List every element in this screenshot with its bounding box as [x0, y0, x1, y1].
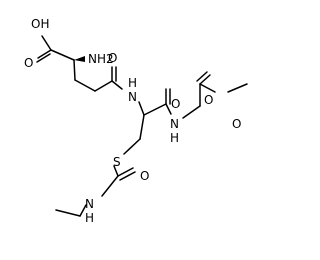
bond-cb-cg	[74, 79, 96, 92]
atom-acid-oh: OH	[31, 17, 49, 31]
bond-eo2-me	[227, 83, 248, 93]
bond-ec-eo-a	[199, 74, 211, 85]
atom-amide2-n: N	[170, 117, 179, 131]
bond-n1-ca2	[138, 101, 145, 116]
bond-cb2-s	[123, 138, 141, 155]
bond-alpha-nh2-wedge	[74, 56, 85, 62]
bond-acid-c-o-1	[37, 49, 52, 59]
molecule-canvas: OH NH2 O O N O N O O S O N H H H	[24, 17, 248, 225]
bond-n2-ch2	[182, 105, 201, 119]
atom-amide1-o: O	[108, 51, 117, 65]
bond-acid-c-o-2	[36, 53, 51, 63]
atom-nh2: NH2	[88, 52, 114, 66]
bond-ec-eo-b	[196, 71, 208, 82]
atom-labels: OH NH2 O O N O N O O S O N H H H	[24, 17, 241, 225]
atom-amide1-n: N	[128, 90, 137, 104]
atom-ester-o-carbonyl: O	[204, 93, 213, 107]
bond-ec-eo2	[199, 83, 216, 93]
bond-acid-c-alpha	[50, 49, 75, 61]
bond-alpha-cb	[73, 59, 76, 81]
bond-et1-et2	[55, 209, 81, 217]
atom-amide2-o: O	[171, 97, 180, 111]
atom-thio-n: N	[85, 197, 94, 211]
bond-ca2-c2	[143, 103, 167, 116]
atom-amide1-h: H	[128, 76, 137, 90]
atom-thio-s: S	[113, 155, 121, 169]
bond-tn-et1	[79, 204, 87, 217]
bond-s-tc	[113, 165, 119, 177]
bond-ca2-cb2	[139, 114, 145, 140]
atom-amide2-h: H	[170, 131, 179, 145]
atom-ester-o: O	[232, 117, 241, 131]
atom-thio-h: H	[85, 211, 94, 225]
bond-c2-n2	[165, 103, 172, 115]
bond-cd-n1	[111, 80, 123, 90]
bond-tc-to-b	[119, 171, 136, 181]
bonds	[36, 35, 248, 217]
bond-tc-tn	[101, 175, 119, 197]
bond-tc-to-a	[117, 167, 134, 177]
bond-cg-cd	[94, 80, 113, 92]
molecule-structure: OH NH2 O O N O N O O S O N H H H	[24, 17, 248, 225]
atom-thio-o: O	[140, 169, 149, 183]
atom-acid-o: O	[24, 56, 33, 70]
bond-acid-c-oh	[41, 35, 52, 51]
